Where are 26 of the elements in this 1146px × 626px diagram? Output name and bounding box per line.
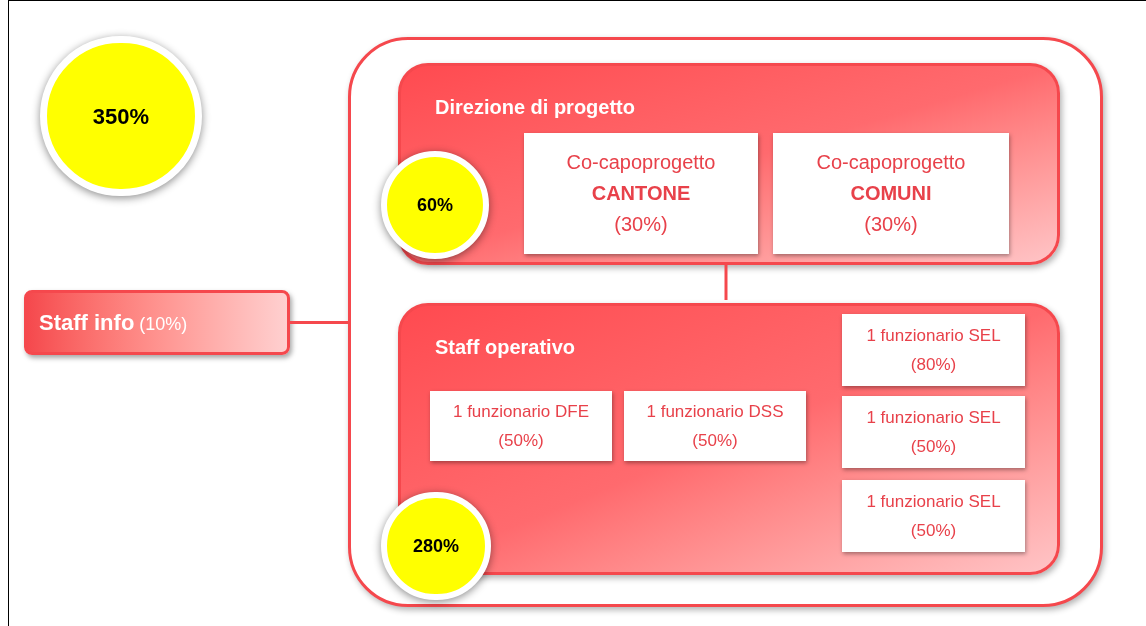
connector-line xyxy=(290,321,348,324)
role-label: 1 funzionario DSS (50%) xyxy=(645,401,785,452)
role-box xyxy=(624,391,806,461)
role-label: 1 funzionario DFE (50%) xyxy=(451,401,591,452)
role-box xyxy=(773,133,1009,254)
role-label: Co-capoprogetto COMUNI (30%) xyxy=(816,150,966,237)
staff-label: Staff info (10%) xyxy=(39,309,188,337)
panel-title: Staff operativo xyxy=(435,335,576,360)
team-panel xyxy=(398,303,1060,575)
connector-line xyxy=(724,262,728,300)
role-label: 1 funzionario SEL (80%) xyxy=(865,325,1002,376)
role-box xyxy=(842,396,1025,468)
percent-label: 350% xyxy=(92,102,150,131)
role-box xyxy=(430,391,612,461)
staff-box xyxy=(24,290,290,355)
role-label: 1 funzionario SEL (50%) xyxy=(865,491,1002,542)
panel-title: Direzione di progetto xyxy=(435,95,635,120)
percent-label: 280% xyxy=(412,534,459,558)
percent-label: 60% xyxy=(417,193,453,217)
role-label: Co-capoprogetto CANTONE (30%) xyxy=(566,150,716,237)
role-box xyxy=(842,314,1025,386)
group-frame xyxy=(348,37,1103,607)
team-panel xyxy=(398,63,1060,265)
role-label: 1 funzionario SEL (50%) xyxy=(865,407,1002,458)
role-box xyxy=(842,480,1025,552)
role-box xyxy=(524,133,758,254)
